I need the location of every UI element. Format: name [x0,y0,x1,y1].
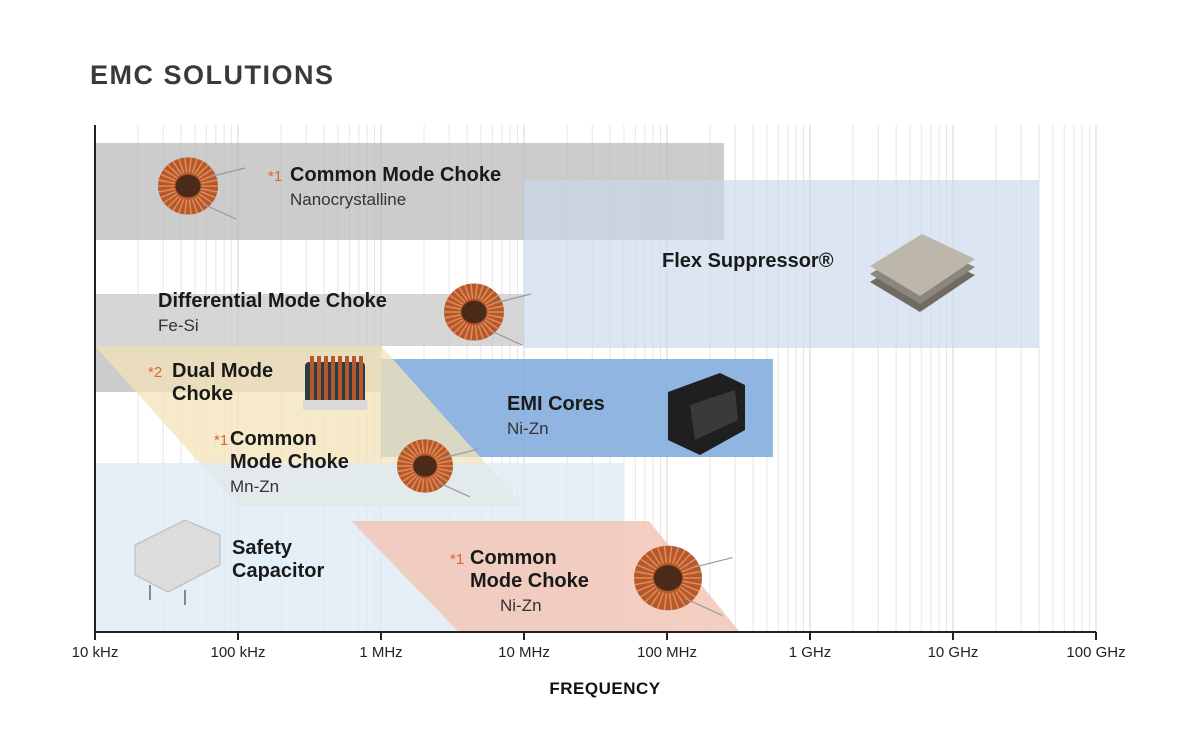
series-name: Common [470,547,557,569]
dual-mode-choke-icon [303,356,367,410]
x-axis-label: FREQUENCY [549,679,660,698]
series-name: Common Mode Choke [290,164,501,186]
x-axis: 10 kHz 100 kHz 1 MHz 10 MHz 100 MHz 1 GHz 10 G… [72,125,1126,661]
series-name: Mode Choke [230,451,349,473]
toroid-choke-icon [634,545,733,616]
series-name: Safety [232,537,293,559]
x-tick-label: 100 MHz [637,644,697,661]
series-subtitle: Mn-Zn [230,477,279,496]
x-tick-label: 1 GHz [789,644,832,661]
x-tick-label: 10 MHz [498,644,550,661]
page-title: EMC SOLUTIONS [90,60,335,90]
x-tick-label: 10 GHz [928,644,979,661]
safety-capacitor-icon [134,519,221,605]
series-note: *1 [214,432,228,449]
series-name: Mode Choke [470,570,589,592]
toroid-choke-icon [158,157,246,220]
series-subtitle: Ni-Zn [507,419,549,438]
series-subtitle: Nanocrystalline [290,190,406,209]
series-subtitle: Fe-Si [158,316,199,335]
series-label: Flex Suppressor® [662,250,834,272]
series-note: *2 [148,364,162,381]
toroid-icon [444,283,532,346]
series-name: Flex Suppressor® [662,250,834,272]
series-name: Capacitor [232,560,324,582]
series-name: Choke [172,383,233,405]
emi-core-icon [668,373,745,455]
toroid-choke-icon [397,439,479,498]
flex-sheet-icon [870,234,975,312]
chart-icons [134,157,975,616]
x-tick-label: 100 GHz [1066,644,1125,661]
series-name: Dual Mode [172,360,273,382]
band-common-mode-choke-ni-zn [351,521,740,632]
series-note: *1 [450,551,464,568]
series-subtitle: Ni-Zn [500,596,542,615]
x-tick-label: 10 kHz [72,644,119,661]
series-name: Differential Mode Choke [158,290,387,312]
x-tick-label: 1 MHz [359,644,402,661]
series-name: EMI Cores [507,393,605,415]
x-tick-label: 100 kHz [210,644,265,661]
series-note: *1 [268,168,282,185]
series-name: Common [230,428,317,450]
